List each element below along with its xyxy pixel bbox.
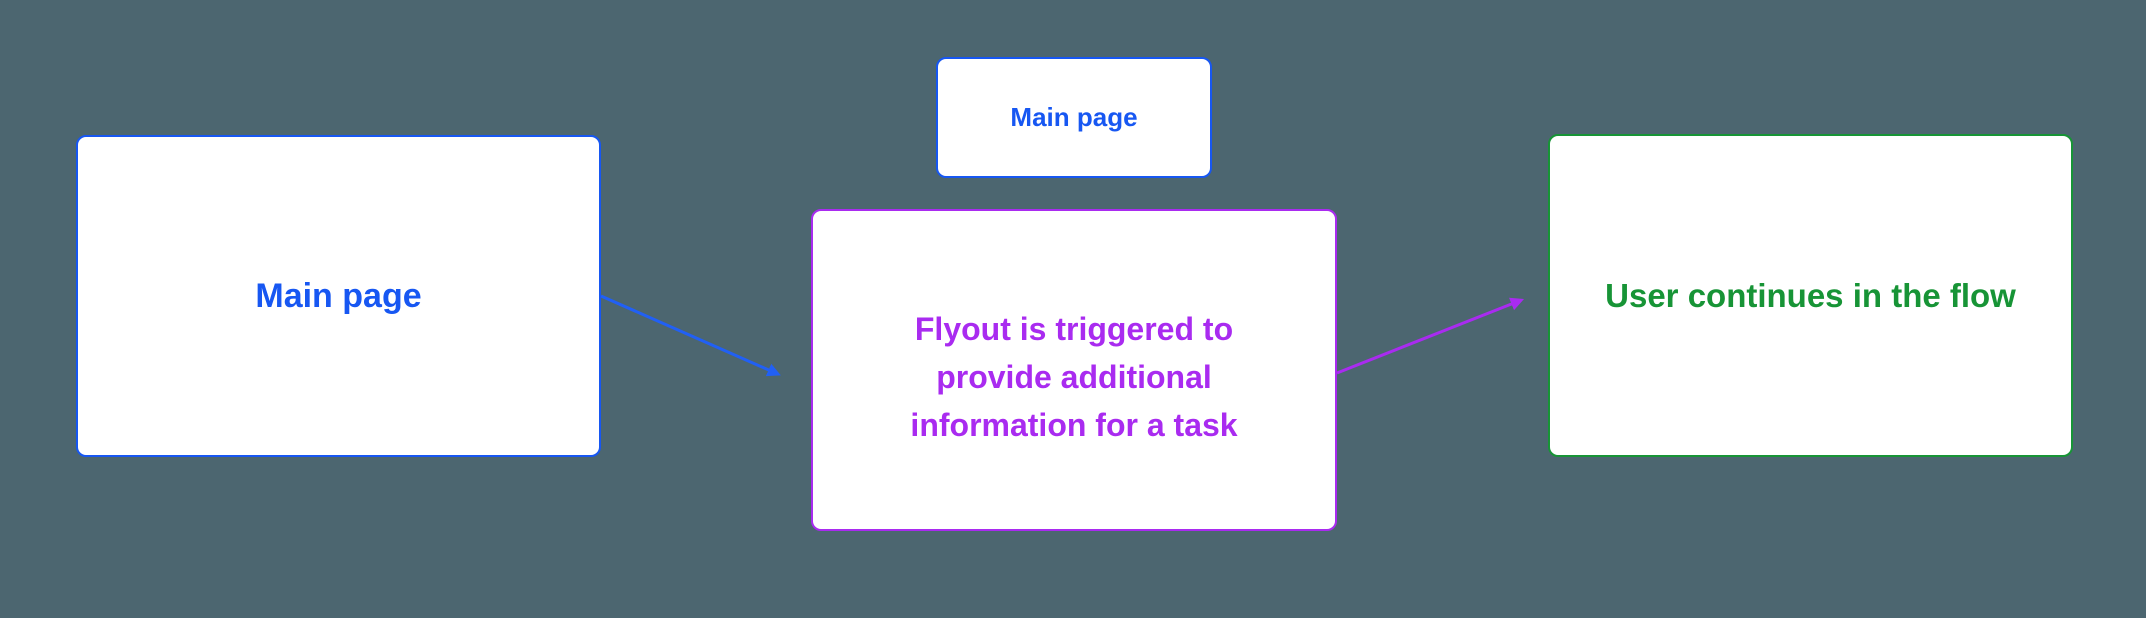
node-flyout-label: Flyout is triggered to provide additiona…: [910, 291, 1237, 449]
node-flyout-label-line2: provide additional: [936, 359, 1212, 395]
node-main-page-small[interactable]: Main page: [936, 57, 1212, 178]
node-main-page-large[interactable]: Main page: [76, 135, 601, 457]
node-flyout-label-line3: information for a task: [910, 407, 1238, 443]
node-flyout-label-line1: Flyout is triggered to: [914, 311, 1234, 347]
node-main-page-large-label: Main page: [255, 276, 422, 315]
node-user-continues[interactable]: User continues in the flow: [1548, 134, 2073, 457]
node-flyout[interactable]: Flyout is triggered to provide additiona…: [811, 209, 1337, 531]
node-main-page-small-label: Main page: [1010, 102, 1138, 132]
node-user-continues-label: User continues in the flow: [1605, 276, 2016, 314]
edge-main-to-flyout-arrow[interactable]: [600, 294, 781, 377]
edge-flyout-to-continue-arrow[interactable]: [1336, 297, 1525, 375]
